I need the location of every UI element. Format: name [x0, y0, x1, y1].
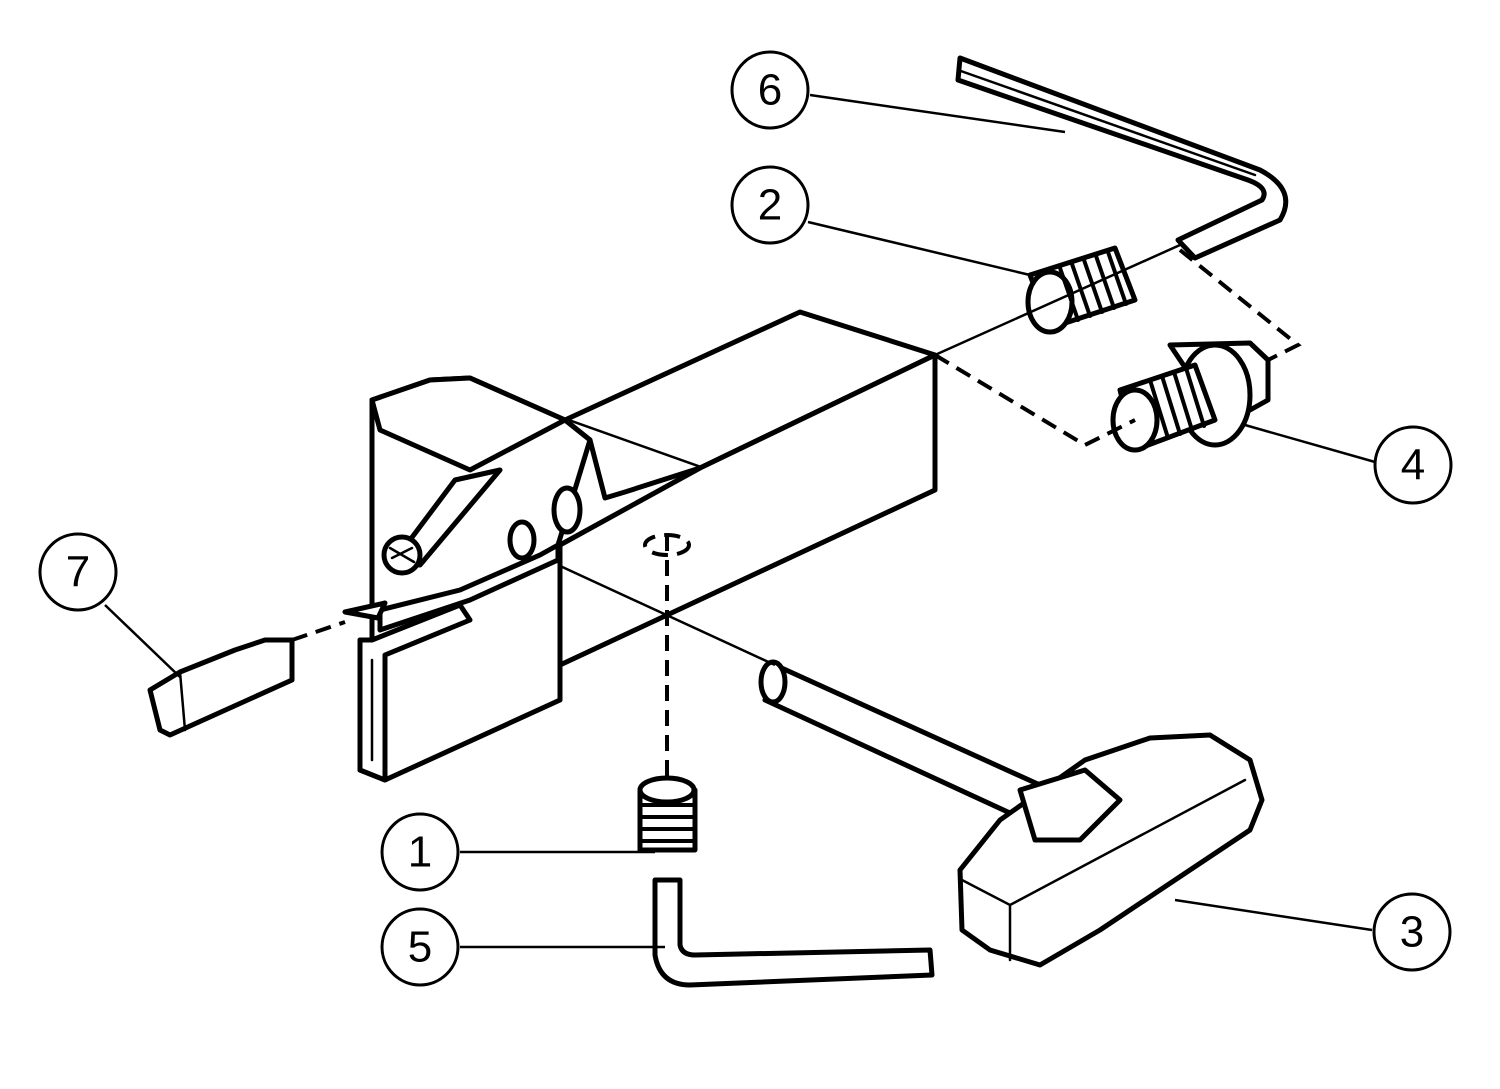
leader-6 [809, 93, 1066, 134]
callout-2: 2 [730, 165, 810, 245]
set-screw-threads [638, 803, 697, 843]
t-handle-shaft [762, 662, 1043, 823]
part-2-threaded-plug [934, 243, 1181, 357]
callout-label-7: 7 [66, 548, 90, 597]
callout-label-1: 1 [408, 828, 432, 877]
part-3-t-handle [557, 563, 1265, 968]
callout-label-2: 2 [758, 181, 782, 230]
t-handle-axis-line [557, 563, 776, 667]
coolant-screw-threads [1148, 366, 1206, 440]
part-7-insert [147, 620, 346, 738]
part-6-hex-key [955, 55, 1289, 261]
leader-2 [807, 220, 1031, 277]
callout-1: 1 [380, 812, 460, 892]
callout-label-3: 3 [1400, 908, 1424, 957]
leader-4 [1244, 423, 1376, 464]
callout-6: 6 [730, 50, 810, 130]
callout-3: 3 [1372, 892, 1452, 972]
callout-5: 5 [380, 907, 460, 987]
leader-lines [104, 93, 1376, 949]
head-top-face [369, 375, 568, 473]
hex-key-upper-body [955, 55, 1289, 261]
leader-3 [1174, 898, 1373, 932]
part-4-coolant-screw [933, 248, 1302, 453]
callout-label-5: 5 [408, 923, 432, 972]
t-handle-edges [960, 778, 1247, 962]
t-handle-socket [1017, 767, 1123, 843]
part-1-set-screw [637, 775, 698, 853]
hex-key-upper-edge [956, 68, 1257, 177]
leader-7 [104, 604, 181, 678]
part-5-hex-key [652, 877, 935, 988]
insert-edges [178, 638, 267, 732]
insert-body [147, 637, 295, 738]
clamp-screw-slot [388, 546, 416, 564]
callout-label-6: 6 [758, 66, 782, 115]
insertion-arrow-icon [342, 600, 388, 621]
tool-holder [342, 309, 938, 790]
callout-7: 7 [38, 532, 118, 612]
t-handle-shaft-tip [758, 659, 788, 705]
side-hole-upper [551, 485, 583, 535]
clamp-slot [392, 467, 503, 568]
insert-direction-dashed [291, 620, 346, 642]
coolant-screw-alt-dashed [933, 248, 1302, 448]
hex-key-lower-body [652, 877, 935, 988]
side-hole-lower [507, 519, 537, 561]
callout-label-4: 4 [1401, 441, 1425, 490]
blade-face [357, 602, 473, 783]
insert-pocket [377, 542, 561, 633]
set-screw-top [637, 775, 697, 805]
callout-4: 4 [1373, 425, 1453, 505]
plug-axis-line [934, 243, 1181, 357]
